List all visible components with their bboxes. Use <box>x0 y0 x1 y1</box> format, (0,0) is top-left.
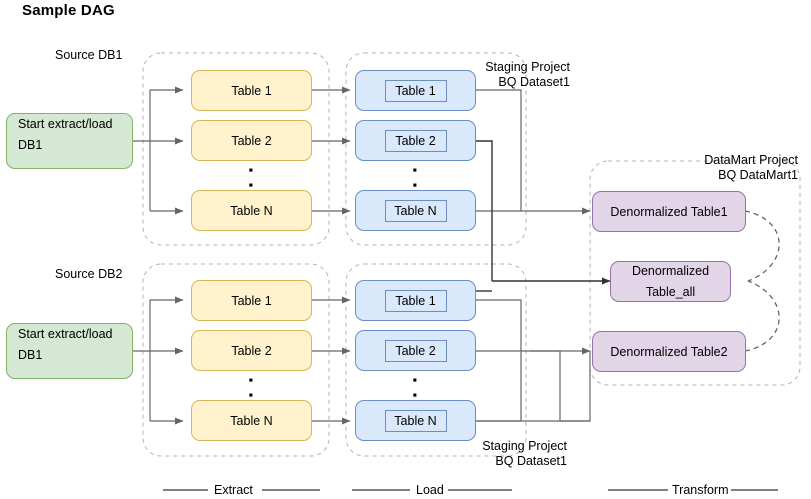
load-top-table-n-inner: Table N <box>384 199 447 222</box>
datamart-line1: DataMart Project <box>704 153 798 167</box>
start-node-db2-line2: DB1 <box>18 348 43 362</box>
extract-top-ellipsis-2: ▪ <box>248 178 254 192</box>
page-title: Sample DAG <box>22 2 115 19</box>
extract-top-table-2[interactable]: Table 2 <box>191 120 312 161</box>
denormalized-table1[interactable]: Denormalized Table1 <box>592 191 746 232</box>
load-bottom-table-1-inner: Table 1 <box>384 289 447 312</box>
load-bottom-table-1[interactable]: Table 1 <box>355 280 476 321</box>
phase-label-transform: Transform <box>670 483 731 497</box>
start-node-db2[interactable]: Start extract/load DB1 <box>6 323 133 379</box>
load-top-table-2-inner: Table 2 <box>384 129 447 152</box>
start-node-db1-line2: DB1 <box>18 138 43 152</box>
curve-table2-to-tableall <box>744 280 780 352</box>
load-top-table-2[interactable]: Table 2 <box>355 120 476 161</box>
load-bottom-table-2-inner: Table 2 <box>384 339 447 362</box>
load-bottom-table-2[interactable]: Table 2 <box>355 330 476 371</box>
extract-bottom-table-2[interactable]: Table 2 <box>191 330 312 371</box>
group-label-datamart: DataMart Project BQ DataMart1 <box>650 153 798 183</box>
load-bottom-ellipsis-2: ▪ <box>412 388 418 402</box>
extract-top-table-n[interactable]: Table N <box>191 190 312 231</box>
load-bottom-table-n[interactable]: Table N <box>355 400 476 441</box>
staging-top-line1: Staging Project <box>485 60 570 74</box>
denormalized-table-all-line2: Table_all <box>645 284 696 299</box>
extract-bottom-ellipsis-2: ▪ <box>248 388 254 402</box>
load-top-table-1-inner: Table 1 <box>384 79 447 102</box>
phase-label-load: Load <box>414 483 446 497</box>
group-label-staging-top: Staging Project BQ Dataset1 <box>440 60 570 90</box>
load-bottom-table-n-inner: Table N <box>384 409 447 432</box>
load-top-ellipsis-2: ▪ <box>412 178 418 192</box>
load-top-ellipsis-1: ▪ <box>412 163 418 177</box>
load-top-table-1[interactable]: Table 1 <box>355 70 476 111</box>
group-label-staging-bottom: Staging Project BQ Dataset1 <box>437 439 567 469</box>
start-node-db1[interactable]: Start extract/load DB1 <box>6 113 133 169</box>
group-label-source-db2: Source DB2 <box>55 267 123 281</box>
staging-top-line2: BQ Dataset1 <box>498 75 570 89</box>
curve-table1-to-tableall <box>744 210 780 282</box>
denormalized-table-all[interactable]: Denormalized Table_all <box>610 261 731 302</box>
denormalized-table2[interactable]: Denormalized Table2 <box>592 331 746 372</box>
start-node-db2-line1: Start extract/load <box>18 327 113 341</box>
extract-top-ellipsis-1: ▪ <box>248 163 254 177</box>
staging-bottom-line2: BQ Dataset1 <box>495 454 567 468</box>
staging-bottom-line1: Staging Project <box>482 439 567 453</box>
denormalized-table-all-line1: Denormalized <box>631 263 710 278</box>
group-label-source-db1: Source DB1 <box>55 48 123 62</box>
extract-bottom-ellipsis-1: ▪ <box>248 373 254 387</box>
load-top-table-n[interactable]: Table N <box>355 190 476 231</box>
start-node-db1-line1: Start extract/load <box>18 117 113 131</box>
extract-bottom-table-n[interactable]: Table N <box>191 400 312 441</box>
extract-top-table-1[interactable]: Table 1 <box>191 70 312 111</box>
load-bottom-ellipsis-1: ▪ <box>412 373 418 387</box>
datamart-line2: BQ DataMart1 <box>718 168 798 182</box>
phase-label-extract: Extract <box>212 483 255 497</box>
extract-bottom-table-1[interactable]: Table 1 <box>191 280 312 321</box>
